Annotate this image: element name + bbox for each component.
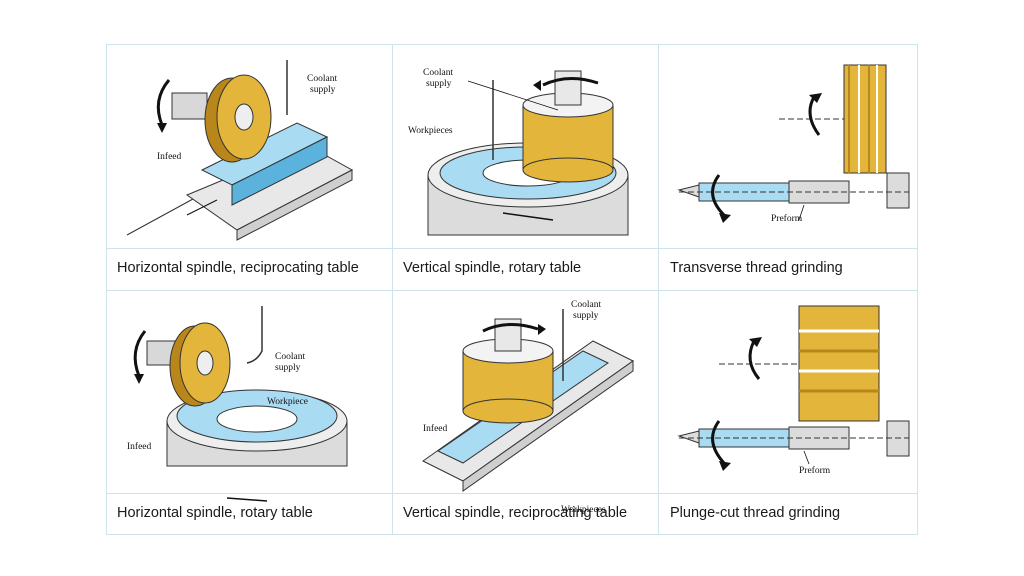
caption-vertical-rotary: Vertical spindle, rotary table: [403, 260, 582, 276]
coolant-label: Coolant: [423, 68, 453, 78]
workpiece-label: Workpiece: [267, 397, 308, 407]
grid-divider: [658, 45, 659, 534]
supply-label: supply: [310, 85, 336, 95]
preform-label: Preform: [799, 465, 831, 476]
diagram-vertical-reciprocating: Coolant supply Infeed Workpieces: [422, 300, 634, 515]
workpieces-label: Workpieces: [408, 126, 453, 136]
supply-label: supply: [426, 79, 452, 89]
caption-horizontal-reciprocating: Horizontal spindle, reciprocating table: [117, 260, 359, 276]
coolant-label: Coolant: [307, 74, 337, 84]
figure-grid: Horizontal spindle, reciprocating table …: [106, 44, 918, 535]
coolant-label: Coolant: [275, 352, 305, 362]
infeed-label: Infeed: [157, 151, 182, 162]
caption-vertical-reciprocating: Vertical spindle, reciprocating table: [403, 505, 628, 521]
caption-plunge-cut-thread: Plunge-cut thread grinding: [670, 505, 841, 521]
diagram-plunge-cut-thread: Preform: [677, 305, 910, 476]
grid-divider: [107, 493, 917, 494]
infeed-label: Infeed: [127, 441, 152, 452]
infeed-label: Infeed: [423, 423, 448, 434]
workpieces-label: Workpieces: [561, 505, 606, 515]
diagram-horizontal-rotary: Coolant supply Workpiece Infeed: [127, 306, 348, 502]
preform-label: Preform: [771, 213, 803, 224]
diagram-vertical-rotary: Coolant supply Workpieces: [408, 68, 629, 236]
grid-divider: [107, 248, 917, 249]
supply-label: supply: [573, 311, 599, 321]
caption-transverse-thread: Transverse thread grinding: [670, 260, 843, 276]
diagram-horizontal-reciprocating: Coolant supply Infeed: [126, 60, 354, 241]
caption-horizontal-rotary: Horizontal spindle, rotary table: [117, 505, 313, 521]
diagram-transverse-thread: Preform: [677, 64, 910, 224]
coolant-label: Coolant: [571, 300, 601, 310]
supply-label: supply: [275, 363, 301, 373]
grid-divider: [107, 290, 917, 291]
grid-divider: [392, 45, 393, 534]
